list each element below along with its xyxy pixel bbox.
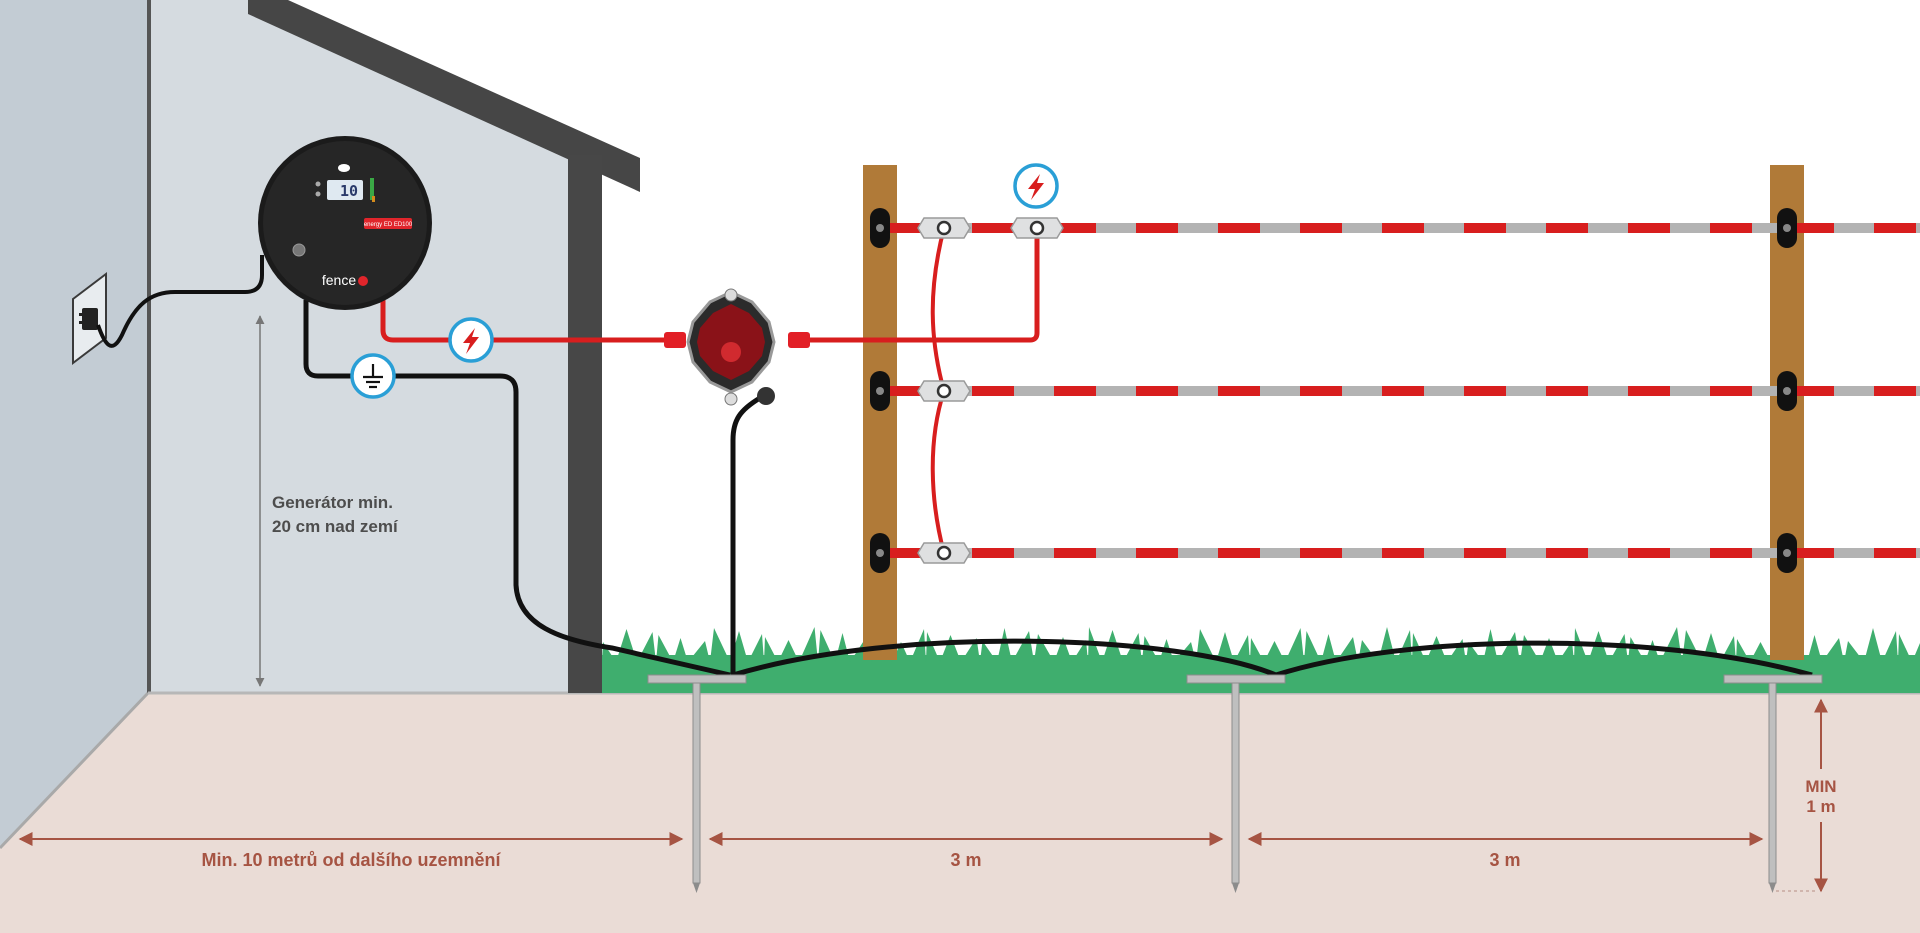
spacing-label-1: 3 m (950, 850, 981, 870)
grass (602, 627, 1920, 693)
ground-floor (0, 693, 1920, 933)
ground-wire-energizer (303, 300, 731, 678)
wall-socket (72, 271, 107, 366)
energizer-display (327, 180, 363, 200)
live-wire-energizer-out (380, 300, 668, 343)
earth-rod-3 (1723, 674, 1823, 893)
roof-support-post (568, 155, 602, 693)
energizer-button (292, 243, 306, 257)
svg-text:energy ED ED100: energy ED ED100 (364, 222, 413, 228)
fence-tapes (890, 223, 1920, 558)
energizer: 10 energy ED ED100 fence (258, 136, 432, 310)
live-badge-fence (1013, 163, 1059, 209)
power-cable (96, 255, 264, 348)
energizer-display-value: 10 (340, 182, 358, 200)
depth-label-line2: 1 m (1806, 797, 1835, 816)
spacing-label-2: 3 m (1489, 850, 1520, 870)
earth-rod-1 (647, 674, 747, 893)
wall-ground-edge (0, 691, 150, 850)
energizer-brand-logo: fence (322, 272, 356, 288)
roof-eave (248, 0, 640, 192)
tape-connectors (917, 217, 1064, 564)
live-badge-energizer (448, 317, 494, 363)
lightning-icon (463, 328, 479, 354)
generator-height-label-line1: Generátor min. (272, 493, 393, 512)
lightning-icon (1028, 174, 1044, 200)
generator-height-label-line2: 20 cm nad zemí (272, 517, 399, 536)
live-wire-to-fence (790, 228, 1040, 343)
post-insulators (870, 208, 1797, 573)
energizer-indicator-light (338, 164, 350, 172)
energizer-model-badge (364, 218, 412, 229)
lightning-diverter (664, 288, 810, 406)
house-side-wall (0, 0, 148, 848)
house-front-wall (150, 0, 568, 693)
ground-wire-lightning-diverter (730, 395, 762, 675)
depth-label-line1: MIN (1805, 777, 1836, 796)
earth-rod-2 (1186, 674, 1286, 893)
distance-other-earth-label: Min. 10 metrů od dalšího uzemnění (201, 850, 501, 870)
earth-ground-icon (363, 364, 383, 389)
earth-badge (350, 353, 396, 399)
